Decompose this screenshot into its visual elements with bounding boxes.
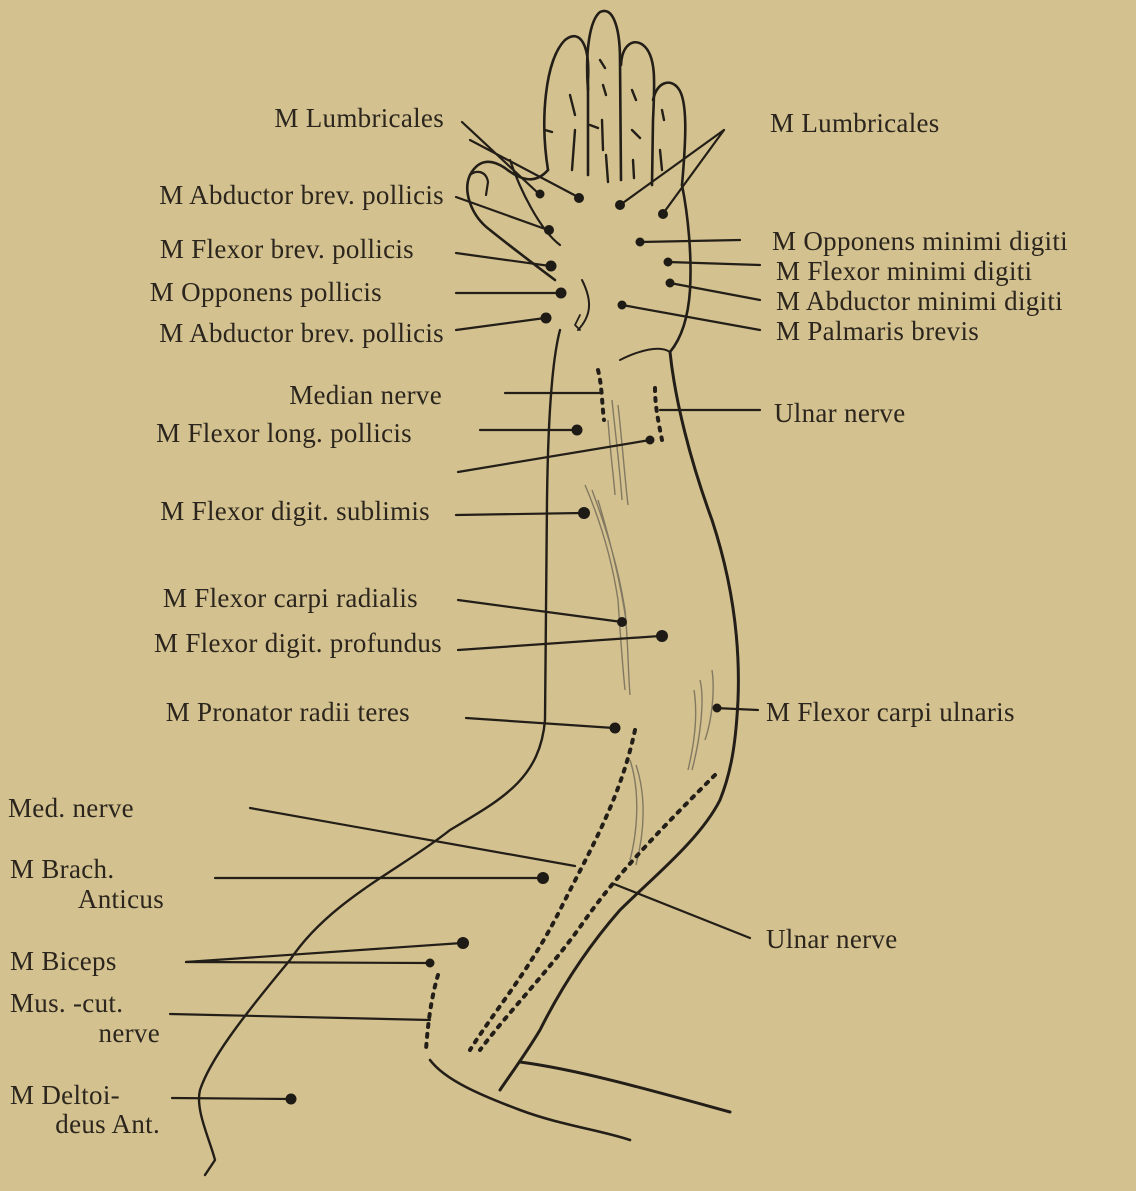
label-flexor-carpi-radialis: M Flexor carpi radialis [163,583,418,613]
label-flexor-carpi-ulnaris: M Flexor carpi ulnaris [766,697,1015,727]
label-ulnar-nerve-upper: Ulnar nerve [774,398,905,428]
label-ulnar-nerve-lower: Ulnar nerve [766,924,897,954]
label-mus-cut-nerve-1: Mus. -cut. [10,988,123,1018]
label-deltoideus-1: M Deltoi- [10,1080,120,1110]
label-pronator-radii-teres: M Pronator radii teres [166,697,410,727]
label-median-nerve: Median nerve [289,380,442,410]
label-med-nerve: Med. nerve [8,793,134,823]
label-flexor-minimi-digiti: M Flexor minimi digiti [776,256,1032,286]
label-mus-cut-nerve-2: nerve [99,1018,160,1048]
label-flexor-digit-sublimis: M Flexor digit. sublimis [160,496,430,526]
label-brach-anticus-1: M Brach. [10,854,114,884]
label-flexor-long-pollicis: M Flexor long. pollicis [156,418,412,448]
hand-outline [467,11,690,360]
nerve-paths [426,370,715,1050]
label-lumbricales-left: M Lumbricales [274,103,444,133]
label-opponens-pollicis: M Opponens pollicis [150,277,382,307]
label-abductor-brev-pollicis-lower: M Abductor brev. pollicis [159,318,444,348]
label-abductor-minimi-digiti: M Abductor minimi digiti [776,286,1063,316]
label-flexor-digit-profundus: M Flexor digit. profundus [154,628,442,658]
label-palmaris-brevis: M Palmaris brevis [776,316,979,346]
label-biceps: M Biceps [10,946,117,976]
label-opponens-minimi-digiti: M Opponens minimi digiti [772,226,1068,256]
label-deltoideus-2: deus Ant. [55,1109,160,1139]
label-abductor-brev-pollicis-upper: M Abductor brev. pollicis [159,180,444,210]
label-flexor-brev-pollicis: M Flexor brev. pollicis [160,234,414,264]
label-lumbricales-right: M Lumbricales [770,108,940,138]
label-brach-anticus-2: Anticus [78,884,164,914]
